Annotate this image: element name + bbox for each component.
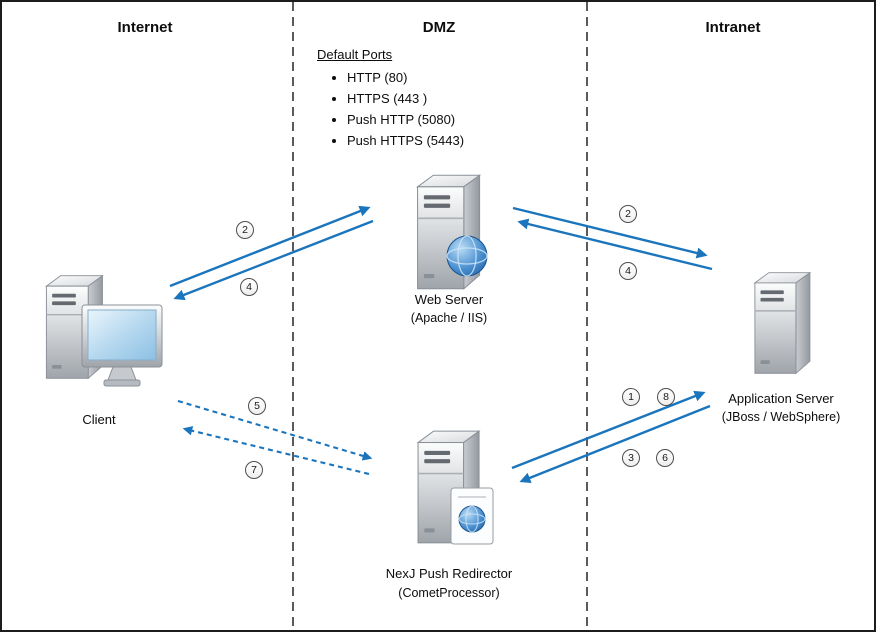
arrow-redirector-to-client [182,426,370,476]
arrow-app-to-redirector [519,404,711,484]
redirector-label: NexJ Push Redirector [385,566,513,581]
zone-divider-internet-dmz [292,2,294,630]
web-server-icon [416,174,488,290]
client-label: Client [82,412,116,427]
flow-badge-redirector-to-client: 7 [245,461,263,479]
app-server-icon [754,271,811,375]
default-ports-item: Push HTTP (5080) [347,112,464,127]
flow-badge-app-to-web: 4 [619,262,637,280]
default-ports-item: HTTP (80) [347,70,464,85]
web-server-sublabel: (Apache / IIS) [410,311,488,325]
flow-badge-app-to-redirector-3: 3 [622,449,640,467]
default-ports-item: Push HTTPS (5443) [347,133,464,148]
arrow-redirector-to-app [511,390,706,470]
default-ports-panel: Default Ports HTTP (80) HTTPS (443 ) Pus… [317,47,464,154]
client-icon [45,274,163,387]
default-ports-title: Default Ports [317,47,393,62]
default-ports-item: HTTPS (443 ) [347,91,464,106]
arrow-web-to-client [173,219,374,301]
monitor-icon [81,304,163,387]
flow-badge-redirector-to-app-8: 8 [657,388,675,406]
app-server-label: Application Server [728,391,834,406]
flow-badge-redirector-to-app-1: 1 [622,388,640,406]
push-redirector-icon [417,430,494,545]
flow-badge-client-to-redirector: 5 [248,397,266,415]
page-globe-icon [450,487,494,545]
flow-badge-web-to-client: 4 [240,278,258,296]
flow-badge-client-to-web: 2 [236,221,254,239]
zone-label-intranet: Intranet [705,19,761,36]
zone-divider-dmz-intranet [586,2,588,630]
arrow-client-to-web [169,205,371,288]
globe-icon [446,235,488,277]
web-server-label: Web Server [414,292,484,307]
default-ports-list: HTTP (80) HTTPS (443 ) Push HTTP (5080) … [317,70,464,148]
arrow-web-to-app [512,206,708,259]
zone-label-dmz: DMZ [422,19,456,36]
arrow-client-to-redirector [177,399,373,461]
arrow-app-to-web [517,218,713,271]
zone-label-internet: Internet [117,19,173,36]
flow-badge-app-to-redirector-6: 6 [656,449,674,467]
app-server-sublabel: (JBoss / WebSphere) [721,410,841,424]
redirector-sublabel: (CometProcessor) [398,586,500,600]
flow-badge-web-to-app: 2 [619,205,637,223]
